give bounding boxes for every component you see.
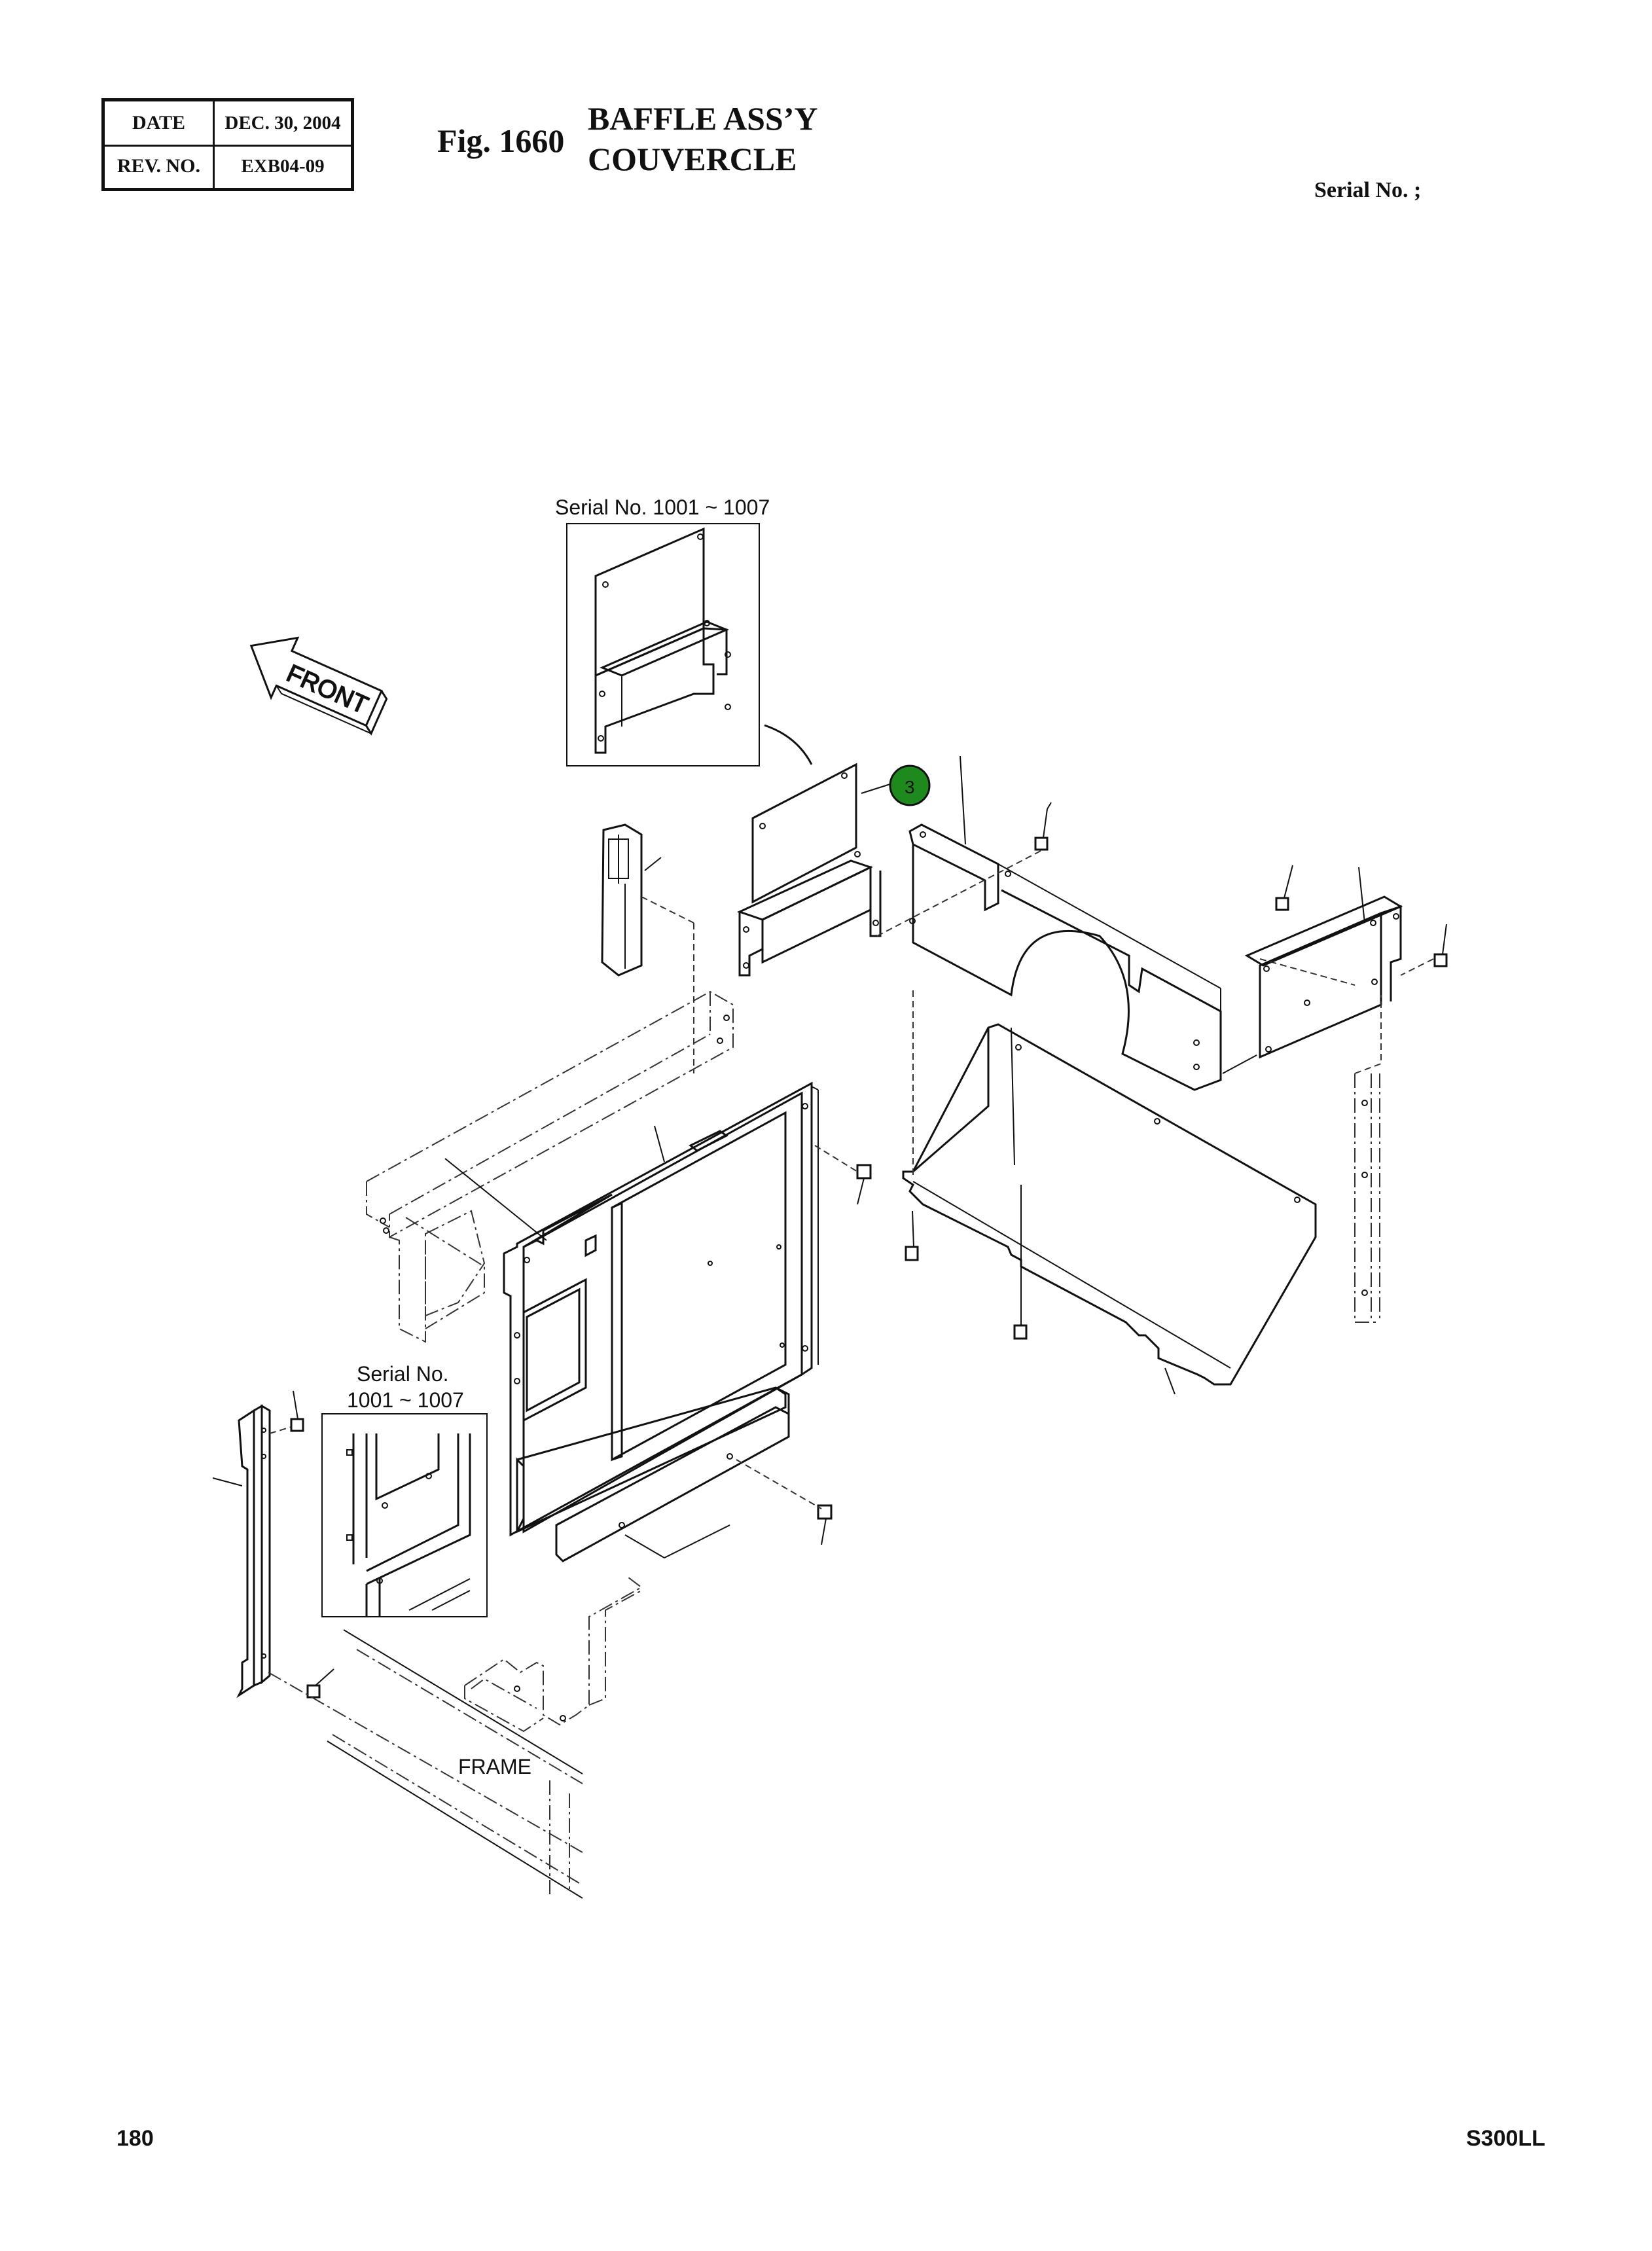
date-label: DATE <box>105 101 215 145</box>
inset-left-label-line2: 1001 ~ 1007 <box>347 1388 464 1412</box>
date-row: DATE DEC. 30, 2004 <box>105 101 351 147</box>
date-value: DEC. 30, 2004 <box>224 113 341 134</box>
left-vertical-post <box>236 1404 271 1699</box>
main-side-panel <box>503 1081 819 1537</box>
frame-beam-dashed <box>366 990 734 1343</box>
lower-sloped-baffle <box>902 1023 1317 1386</box>
bolt <box>905 1210 919 1261</box>
bolt <box>856 1164 872 1205</box>
rev-value: EXB04-09 <box>241 156 325 177</box>
bolt <box>1013 1185 1028 1340</box>
figure-number: Fig. 1660 <box>437 122 565 159</box>
bolt <box>817 1504 833 1545</box>
bolt <box>1433 924 1448 967</box>
revision-row: REV. NO. EXB04-09 <box>105 145 351 188</box>
inset-left-panel-detail <box>346 1433 471 1617</box>
inset-top-box <box>566 523 760 766</box>
lower-sill-bracket <box>516 1386 790 1562</box>
inset-pointer-arrow <box>764 724 813 765</box>
vertical-post <box>1354 1063 1382 1323</box>
inset-left-label-line1: Serial No. <box>357 1362 449 1386</box>
baffle-part-main <box>736 763 882 977</box>
callout-balloon <box>889 765 931 806</box>
inset-top-baffle-part <box>594 527 731 754</box>
inset-left-box <box>321 1413 488 1617</box>
rev-label: REV. NO. <box>105 145 215 188</box>
page-number: 180 <box>117 2126 154 2151</box>
bolt <box>306 1668 334 1699</box>
bolt <box>1034 802 1052 851</box>
inset-top-label: Serial No. 1001 ~ 1007 <box>555 495 770 519</box>
small-upright-bracket <box>601 823 643 977</box>
front-direction-arrow: FRONT <box>249 636 388 736</box>
serial-number-header: Serial No. ; <box>1314 178 1422 202</box>
bolt <box>1275 865 1293 911</box>
baffle-panel-semicircle <box>908 823 1222 1091</box>
title-english: BAFFLE ASS’Y <box>588 100 818 137</box>
figure-title: BAFFLE ASS’Y COUVERCLE <box>588 98 817 179</box>
title-french: COUVERCLE <box>588 141 797 177</box>
frame-rails <box>268 1577 643 1899</box>
model-name: S300LL <box>1466 2126 1545 2151</box>
frame-label: FRAME <box>458 1755 531 1778</box>
bolt <box>290 1390 304 1432</box>
callout-number: 3 <box>905 777 915 797</box>
revision-table: DATE DEC. 30, 2004 REV. NO. EXB04-09 <box>101 98 354 191</box>
